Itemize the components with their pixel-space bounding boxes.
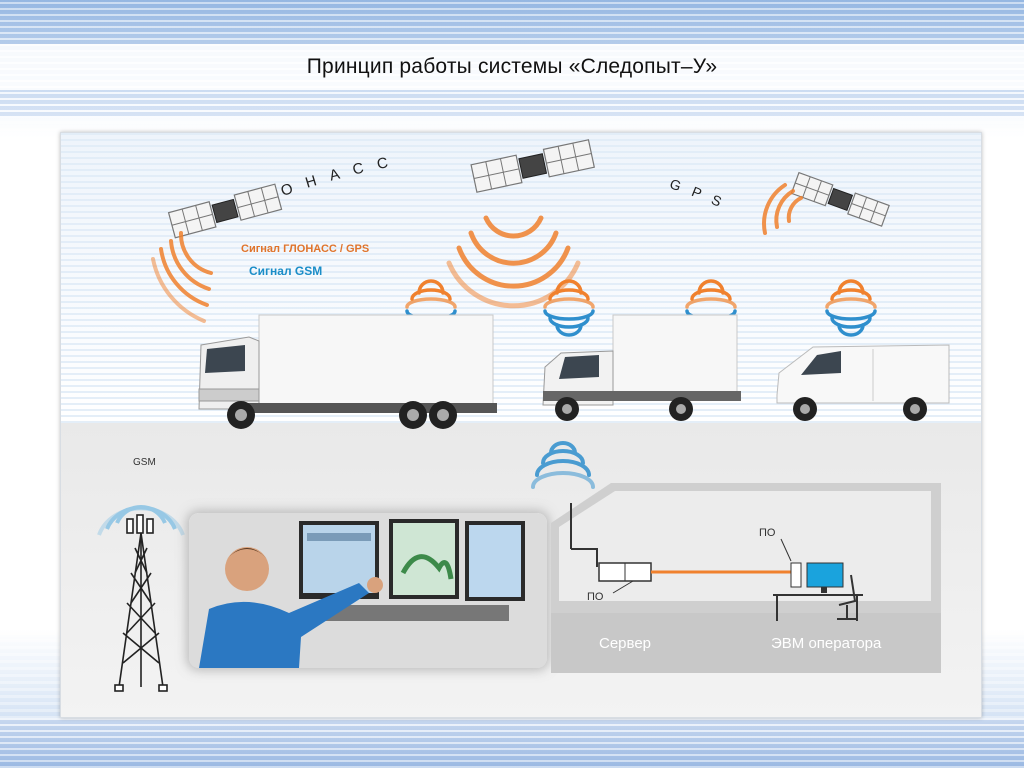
truck-icon: [198, 314, 497, 429]
glonass-gps-signal-label: Сигнал ГЛОНАСС / GPS: [241, 243, 370, 255]
satellite-icon: [790, 171, 890, 227]
office-chair-icon: [837, 574, 857, 620]
gsm-downlink-waves: [531, 441, 595, 489]
bottom-decor-band: [0, 718, 1024, 768]
server-room-illustration: [551, 483, 941, 673]
satellite-signal-waves-right: [762, 183, 803, 235]
server-icon: [570, 503, 652, 582]
satellite-icon: [470, 139, 595, 193]
operator-illustration: [189, 513, 547, 668]
operator-computer-label: ЭВМ оператора: [771, 635, 882, 652]
server-label: Сервер: [599, 635, 652, 652]
computer-icon: [773, 562, 863, 621]
svg-text:GPS: GPS: [668, 175, 735, 214]
server-room: ПО ПО Сервер ЭВМ оператора: [551, 483, 941, 673]
satellite-icon: [167, 183, 283, 239]
van-icon: [776, 344, 950, 421]
operator-photo: [189, 513, 547, 668]
vehicle-signal-icon-4: [825, 279, 877, 337]
gsm-signal-label: Сигнал GSM: [249, 264, 323, 278]
server-software-label: ПО: [587, 591, 604, 603]
tower-signal-waves: [97, 505, 185, 536]
cell-tower-icon: [114, 514, 168, 692]
truck-icon: [542, 314, 741, 421]
tower-label: GSM: [133, 457, 156, 468]
slide-title: Принцип работы системы «Следопыт–У»: [306, 55, 718, 78]
title-bar: Принцип работы системы «Следопыт–У»: [0, 44, 1024, 90]
operator-software-label: ПО: [759, 527, 776, 539]
satellite-signal-waves-left: [151, 231, 213, 323]
orbit-labels: ГЛОНАСС GPS: [97, 139, 950, 692]
diagram-frame: ГЛОНАСС GPS: [60, 132, 982, 718]
vehicle-signal-icon-2: [543, 279, 595, 337]
orbit-label-gps: GPS: [668, 175, 723, 214]
